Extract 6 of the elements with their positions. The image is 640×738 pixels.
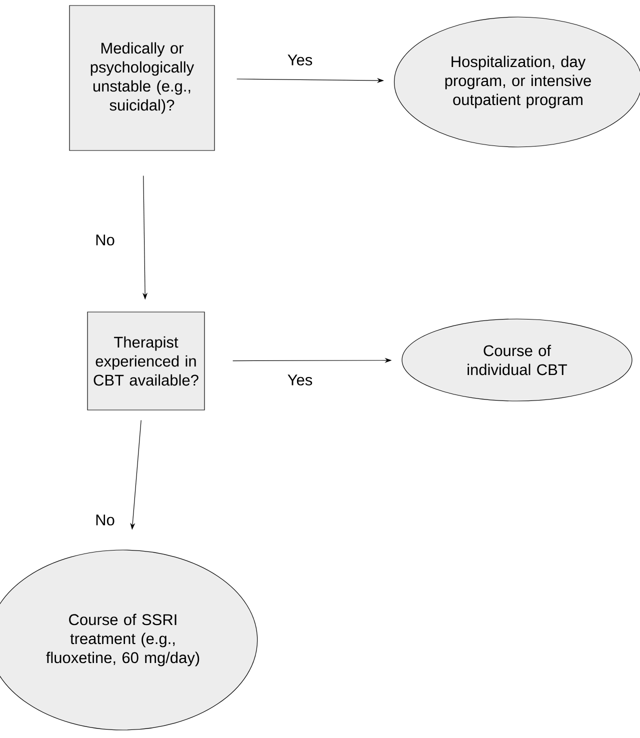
decision-box: Medically or psychologically unstable (e.g., suicidal)? bbox=[69, 5, 215, 151]
edge-label: Yes bbox=[285, 52, 315, 68]
edge-label: No bbox=[93, 512, 117, 528]
decision-box: Therapist experienced in CBT available? bbox=[87, 312, 205, 410]
edge-label: Yes bbox=[285, 372, 315, 388]
edge-label: No bbox=[93, 232, 117, 248]
